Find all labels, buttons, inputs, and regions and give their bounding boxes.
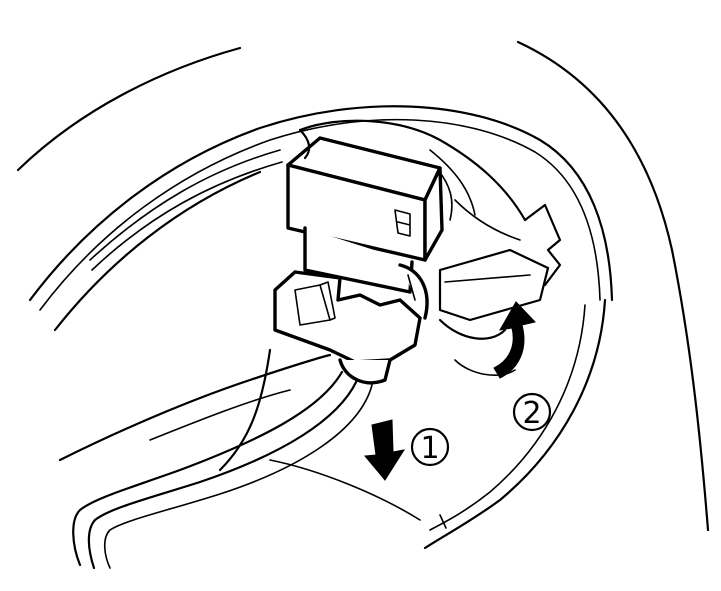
lock-collar (273, 263, 429, 385)
arrow-down-icon (364, 419, 406, 481)
wiring-harness (58, 348, 421, 570)
step-2-callout: 2 (512, 392, 552, 432)
step-1-callout: 1 (410, 427, 450, 467)
housing-outline (16, 40, 710, 550)
step-1-label: 1 (420, 431, 439, 466)
step-2-label: 2 (522, 396, 541, 431)
bulb-socket-opening (298, 119, 562, 376)
step-1-circle (410, 427, 450, 467)
connector-head (286, 128, 453, 294)
step-2-circle (512, 392, 552, 432)
rotate-arrow-icon (493, 301, 536, 379)
